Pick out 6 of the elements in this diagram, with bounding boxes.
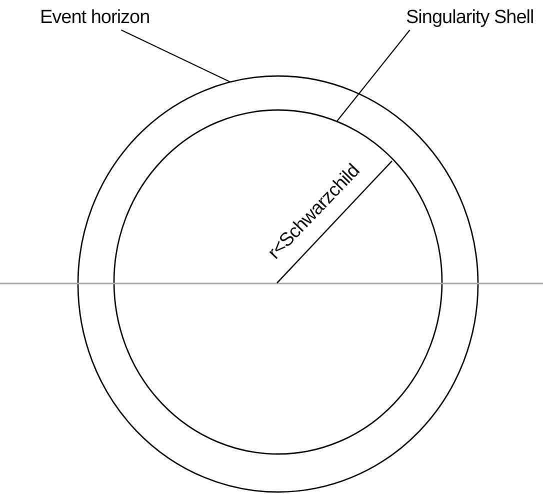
callout-label: Event horizon [40,6,150,30]
callout-label: Singularity Shell [406,6,534,30]
inner-circle [113,109,443,455]
leader-line [336,30,410,122]
leader-line [120,29,231,83]
outer-circle [77,75,479,493]
